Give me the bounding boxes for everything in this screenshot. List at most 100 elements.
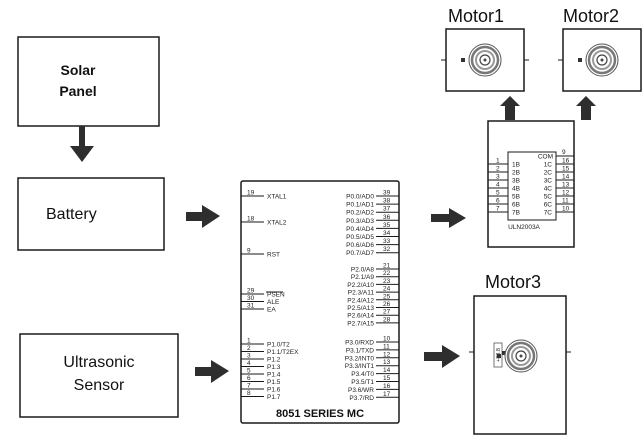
battery-block: Battery: [17, 177, 165, 251]
svg-text:XTAL2: XTAL2: [267, 220, 287, 227]
motor3: Motor3 +88.8: [469, 272, 571, 435]
svg-text:24: 24: [383, 286, 391, 293]
uln-input-6: 66B: [488, 198, 520, 209]
svg-text:2: 2: [247, 345, 251, 352]
arrow-solar-to-battery: [70, 126, 94, 162]
svg-text:P1.0/T2: P1.0/T2: [267, 342, 290, 349]
svg-text:5C: 5C: [544, 194, 553, 201]
svg-text:16: 16: [383, 383, 391, 390]
svg-text:14: 14: [562, 174, 570, 181]
svg-text:6C: 6C: [544, 202, 553, 209]
mcu-pin-4: 4P1.3: [241, 360, 281, 371]
ultrasonic-label-line1: Ultrasonic: [63, 354, 134, 371]
svg-text:37: 37: [383, 206, 391, 213]
svg-text:P0.0/AD0: P0.0/AD0: [346, 194, 374, 201]
uln-input-5: 55B: [488, 190, 520, 201]
mcu-pin-8: 8P1.7: [241, 390, 281, 401]
ultrasonic-sensor-block: Ultrasonic Sensor: [19, 333, 179, 418]
mcu-pin-1: 1P1.0/T2: [241, 338, 290, 349]
svg-text:PSEN: PSEN: [267, 292, 285, 299]
svg-text:11: 11: [383, 343, 390, 350]
svg-text:2: 2: [496, 166, 500, 173]
svg-text:2C: 2C: [544, 170, 553, 177]
svg-text:COM: COM: [538, 154, 553, 161]
svg-text:P0.6/AD6: P0.6/AD6: [346, 242, 374, 249]
svg-text:12: 12: [383, 351, 391, 358]
svg-text:P1.3: P1.3: [267, 364, 281, 371]
svg-text:P2.6/A14: P2.6/A14: [347, 313, 374, 320]
svg-text:6: 6: [496, 198, 500, 205]
svg-text:19: 19: [247, 190, 255, 197]
arrow-driver-to-motor1: [500, 96, 520, 120]
svg-text:P0.3/AD3: P0.3/AD3: [346, 218, 374, 225]
svg-text:6: 6: [247, 375, 251, 382]
svg-text:10: 10: [562, 206, 570, 213]
svg-text:4C: 4C: [544, 186, 553, 193]
arrow-mcu-to-driver: [431, 208, 466, 228]
uln-input-7: 77B: [488, 206, 520, 217]
svg-text:32: 32: [383, 246, 391, 253]
uln-pin-com: COM 9: [538, 149, 574, 161]
svg-text:P1.2: P1.2: [267, 357, 281, 364]
svg-text:28: 28: [383, 316, 391, 323]
svg-text:P3.5/T1: P3.5/T1: [351, 379, 374, 386]
svg-text:3C: 3C: [544, 178, 553, 185]
mcu-pin-5: 5P1.4: [241, 368, 281, 379]
arrow-battery-to-mcu: [186, 205, 220, 228]
svg-text:EA: EA: [267, 307, 276, 314]
mcu-8051: 19XTAL118XTAL29RST29PSEN30ALE31EA1P1.0/T…: [240, 180, 400, 424]
uln-output-14: 3C 14: [544, 174, 574, 185]
svg-text:ALE: ALE: [267, 299, 280, 306]
svg-text:38: 38: [383, 198, 391, 205]
svg-text:9: 9: [562, 149, 566, 156]
svg-text:XTAL1: XTAL1: [267, 194, 287, 201]
arrow-driver-to-motor2: [576, 96, 596, 120]
mcu-label: 8051 SERIES MC: [276, 408, 364, 420]
svg-text:P2.2/A10: P2.2/A10: [347, 282, 374, 289]
mcu-left-pins: 19XTAL118XTAL29RST29PSEN30ALE31EA1P1.0/T…: [241, 190, 299, 401]
svg-text:39: 39: [383, 190, 391, 197]
arrow-sensor-to-mcu: [195, 360, 229, 383]
svg-text:P0.5/AD5: P0.5/AD5: [346, 234, 374, 241]
mcu-pin-6: 6P1.5: [241, 375, 281, 386]
mcu-pin-3: 3P1.2: [241, 353, 281, 364]
solar-panel-block: Solar Panel: [17, 36, 160, 127]
svg-text:27: 27: [383, 309, 391, 316]
svg-text:36: 36: [383, 214, 391, 221]
svg-text:25: 25: [383, 293, 391, 300]
solar-panel-label-line1: Solar: [60, 62, 96, 78]
svg-text:P3.4/T0: P3.4/T0: [351, 371, 374, 378]
svg-text:P2.0/A8: P2.0/A8: [351, 267, 375, 274]
svg-text:21: 21: [383, 263, 391, 270]
svg-text:P0.4/AD4: P0.4/AD4: [346, 226, 374, 233]
svg-text:17: 17: [383, 391, 391, 398]
svg-text:31: 31: [247, 303, 255, 310]
battery-label: Battery: [46, 206, 97, 223]
svg-text:4: 4: [247, 360, 251, 367]
uln2003a-driver: COM911B22B33B44B55B66B77B1C162C153C144C1…: [487, 120, 575, 248]
motor3-icon: +88.8: [493, 338, 539, 374]
uln-input-4: 44B: [488, 182, 520, 193]
svg-text:4: 4: [496, 182, 500, 189]
svg-text:P1.6: P1.6: [267, 387, 281, 394]
